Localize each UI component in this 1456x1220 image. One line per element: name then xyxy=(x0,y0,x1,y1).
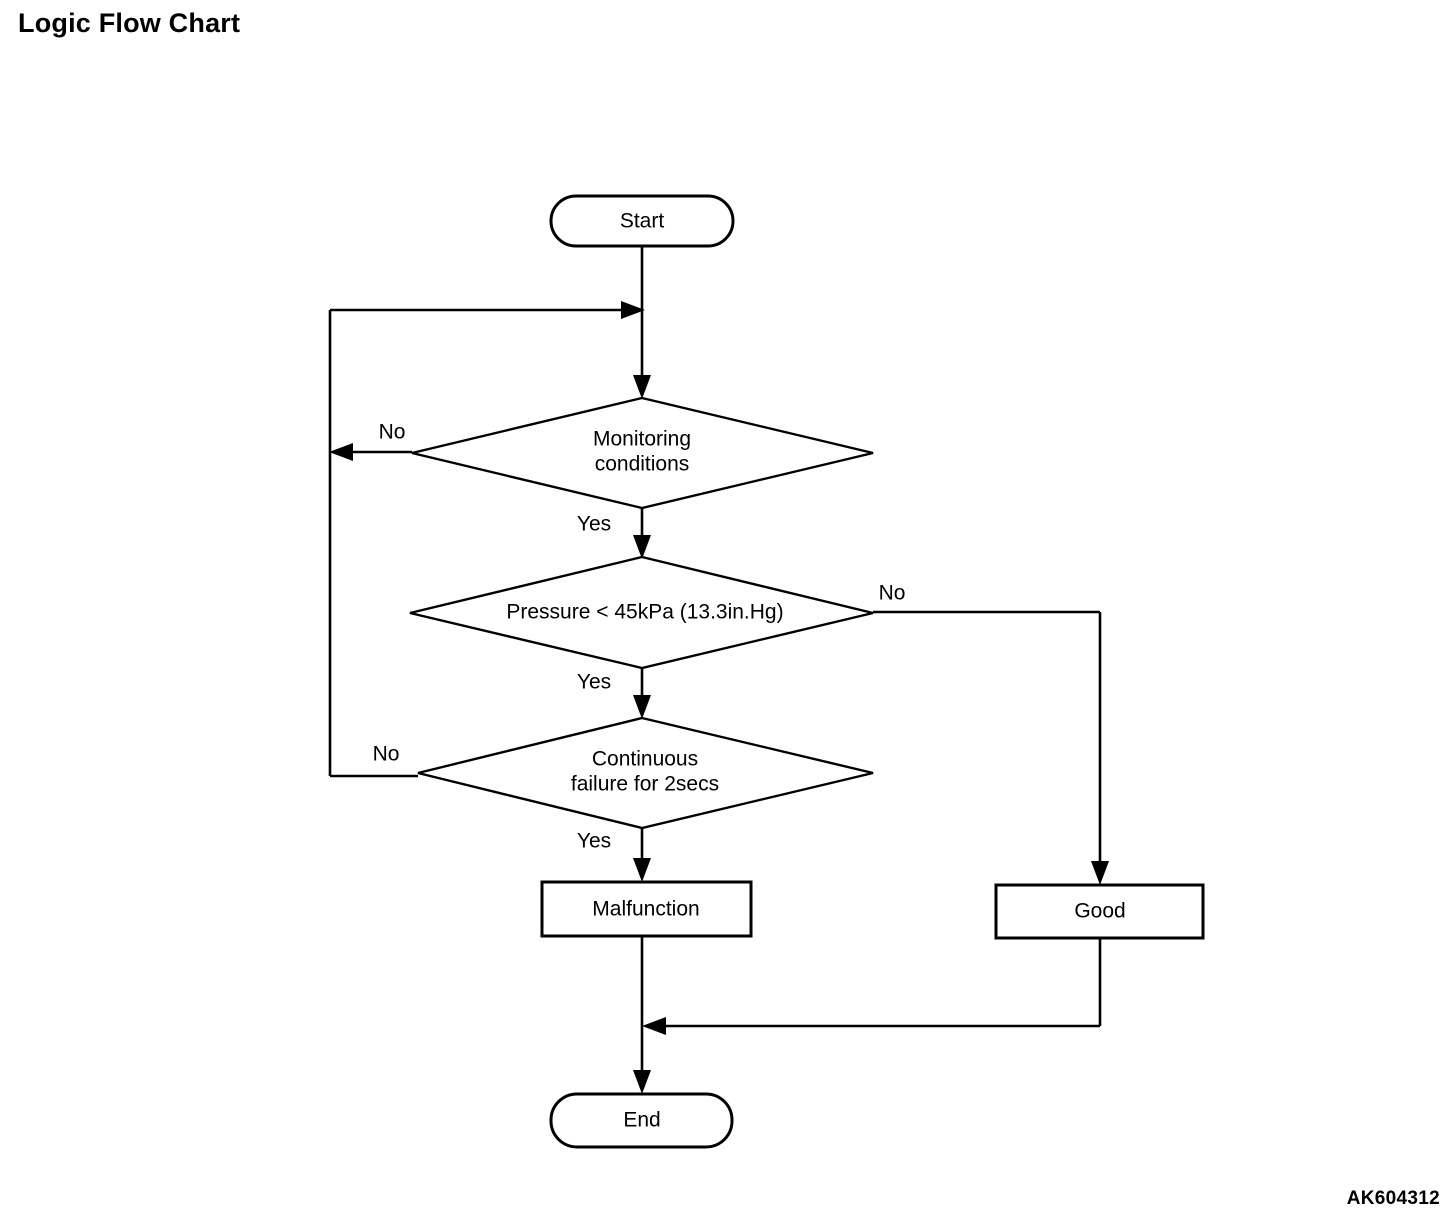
good-label: Good xyxy=(1074,900,1125,923)
monitoring-conditions-shape xyxy=(411,396,874,510)
edge-label-pressure-no: No xyxy=(879,582,906,605)
start-shape xyxy=(549,194,735,248)
connector-continuous-yes xyxy=(633,828,651,882)
page-title: Logic Flow Chart xyxy=(18,8,241,38)
connector-monitoring-yes xyxy=(633,508,651,559)
connector-pressure-no xyxy=(873,610,1109,885)
node-continuous-failure[interactable]: Continuous failure for 2secs xyxy=(417,716,874,830)
node-good[interactable]: Good xyxy=(994,883,1205,940)
monitoring-conditions-label-line2: conditions xyxy=(595,453,690,476)
pressure-threshold-label: Pressure < 45kPa (13.3in.Hg) xyxy=(506,601,783,624)
end-label: End xyxy=(623,1109,660,1132)
malfunction-shape xyxy=(540,880,753,938)
figure-code: AK604312 xyxy=(1346,1188,1440,1209)
connector-feedback-loop xyxy=(328,301,645,776)
node-start[interactable]: Start xyxy=(549,194,735,248)
connector-monitoring-no xyxy=(329,443,412,461)
start-label: Start xyxy=(620,210,665,233)
node-monitoring-conditions[interactable]: Monitoring conditions xyxy=(411,396,874,510)
edge-label-continuous-no: No xyxy=(373,743,400,766)
node-end[interactable]: End xyxy=(549,1092,734,1149)
end-shape xyxy=(549,1092,734,1149)
continuous-failure-label-line1: Continuous xyxy=(592,748,698,771)
connector-good-to-end xyxy=(642,938,1102,1035)
node-pressure-threshold[interactable]: Pressure < 45kPa (13.3in.Hg) xyxy=(409,555,874,670)
malfunction-label: Malfunction xyxy=(592,898,699,921)
node-malfunction[interactable]: Malfunction xyxy=(540,880,753,938)
monitoring-conditions-label-line1: Monitoring xyxy=(593,428,691,451)
connector-malfunction-to-end xyxy=(633,936,651,1094)
connector-pressure-yes xyxy=(633,668,651,719)
edge-label-pressure-yes: Yes xyxy=(577,671,611,694)
good-shape xyxy=(994,883,1205,940)
edge-label-monitoring-yes: Yes xyxy=(577,513,611,536)
continuous-failure-label-line2: failure for 2secs xyxy=(571,773,719,796)
connector-start-to-monitoring xyxy=(633,246,651,399)
continuous-failure-shape xyxy=(417,716,874,830)
pressure-threshold-shape xyxy=(409,555,874,670)
edge-label-continuous-yes: Yes xyxy=(577,830,611,853)
edge-label-monitoring-no: No xyxy=(379,421,406,444)
